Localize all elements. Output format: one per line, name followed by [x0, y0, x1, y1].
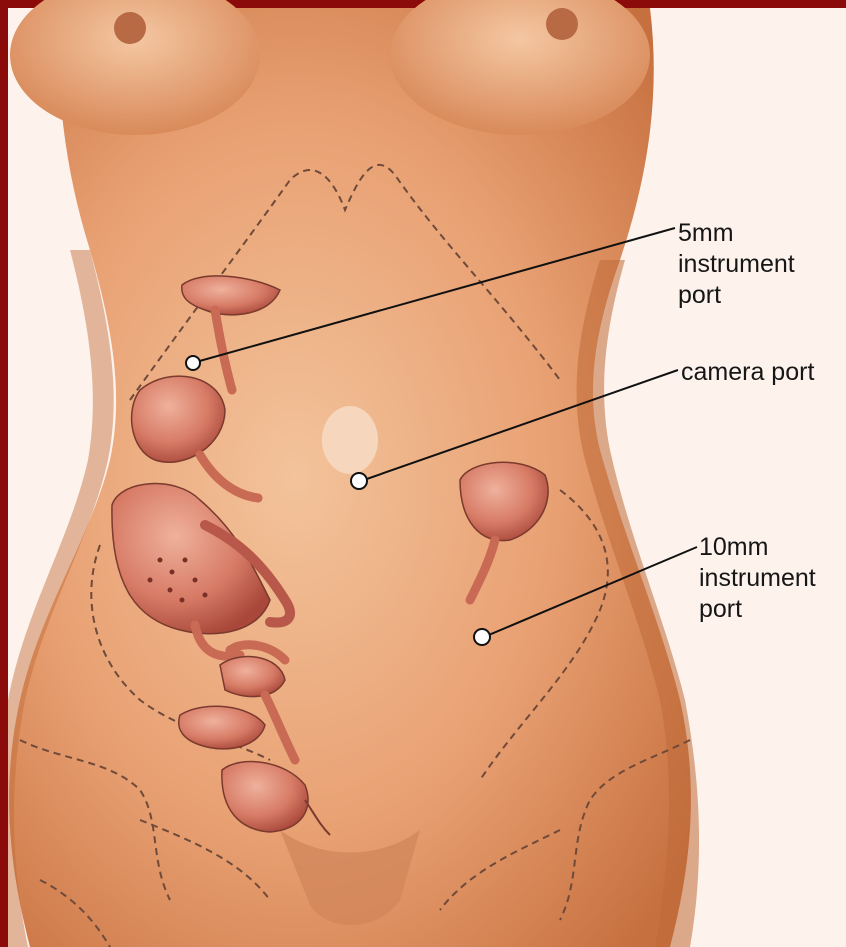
right-nipple — [546, 8, 578, 40]
label-camera-port: camera port — [681, 357, 814, 388]
port-marker-icon — [186, 356, 200, 370]
left-nipple — [114, 12, 146, 44]
label-line: instrument — [699, 563, 816, 594]
navel-area — [322, 406, 378, 474]
label-line: 5mm — [678, 218, 795, 249]
label-line: port — [678, 280, 795, 311]
port-marker-icon — [474, 629, 490, 645]
label-line: port — [699, 594, 816, 625]
port-marker-icon — [351, 473, 367, 489]
label-5mm-instrument-port: 5mm instrument port — [678, 218, 795, 311]
torso — [9, 8, 691, 947]
label-10mm-instrument-port: 10mm instrument port — [699, 532, 816, 625]
label-line: 10mm — [699, 532, 816, 563]
label-line: instrument — [678, 249, 795, 280]
